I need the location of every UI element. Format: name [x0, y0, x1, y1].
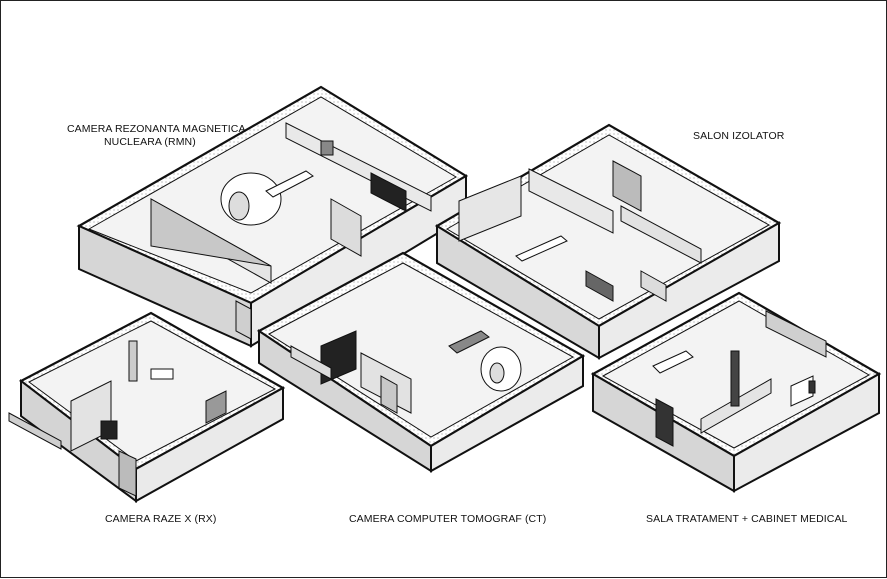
ct-label: CAMERA COMPUTER TOMOGRAF (CT): [349, 513, 547, 525]
rmn-room-model: [76, 85, 469, 348]
ct-room-model: [256, 251, 586, 473]
rx-label: CAMERA RAZE X (RX): [105, 513, 217, 525]
tratament-room-model: [590, 291, 882, 493]
izolator-label: SALON IZOLATOR: [693, 130, 785, 142]
rmn-label-line1: CAMERA REZONANTA MAGNETICA: [67, 123, 246, 135]
izolator-room-model: [434, 123, 782, 360]
rx-room-model: [8, 311, 286, 503]
tratament-label: SALA TRATAMENT + CABINET MEDICAL: [646, 513, 848, 525]
rmn-label-line2: NUCLEARA (RMN): [104, 136, 196, 148]
